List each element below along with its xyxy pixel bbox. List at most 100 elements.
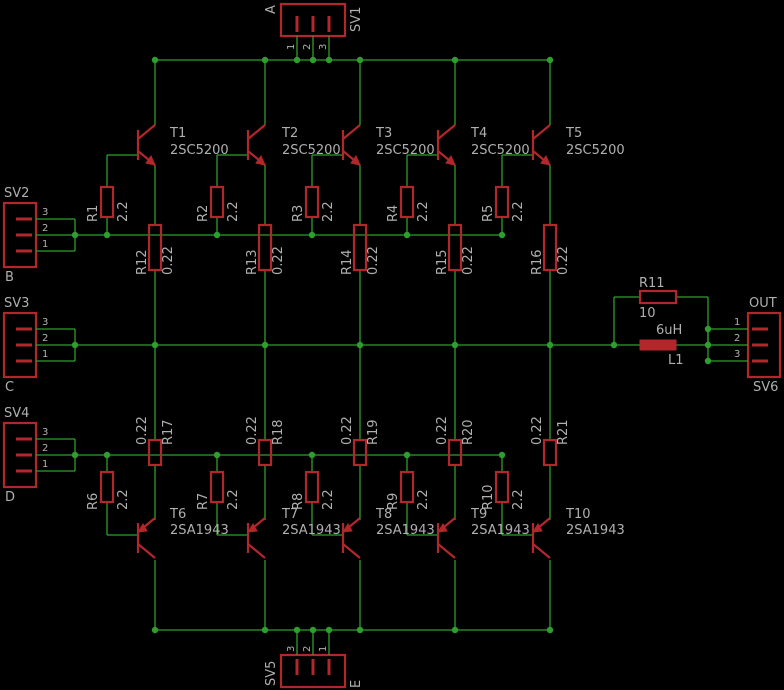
- junction-dot: [308, 451, 316, 459]
- sv6-pin-label: 3: [734, 349, 740, 360]
- r8-value: 2.2: [321, 489, 336, 510]
- t3-value: 2SC5200: [376, 143, 435, 158]
- transistor-collector: [437, 124, 456, 140]
- r15-value: 0.22: [461, 246, 476, 275]
- r6-value: 2.2: [116, 489, 131, 510]
- base-resistor-body: [304, 185, 320, 219]
- transistor-collector: [437, 543, 456, 559]
- t10-name: T10: [565, 507, 590, 522]
- t5-value: 2SC5200: [566, 143, 625, 158]
- r15-name: R15: [435, 249, 450, 275]
- junction-dot: [546, 56, 554, 64]
- r16-name: R16: [530, 249, 545, 275]
- transistor-collector: [342, 124, 361, 140]
- junction-dot: [451, 56, 459, 64]
- bottom-transistor-bank: [136, 517, 551, 559]
- junction-dot: [610, 341, 618, 349]
- r16-value: 0.22: [556, 246, 571, 275]
- sv4-name: SV4: [4, 406, 29, 421]
- base-resistor-body: [399, 185, 415, 219]
- r1-value: 2.2: [116, 201, 131, 222]
- r17-value: 0.22: [135, 416, 150, 445]
- junction-dot: [71, 341, 79, 349]
- top-emitter-resistor-labels: R12 0.22 R13 0.22 R14 0.22 R15 0.22 R16 …: [135, 246, 571, 275]
- t10-value: 2SA1943: [566, 523, 625, 538]
- junction-dot: [403, 451, 411, 459]
- junction-dot: [103, 231, 111, 239]
- sv2-pin-label: 3: [42, 207, 48, 218]
- junction-dot: [261, 626, 269, 634]
- r11-body: [638, 289, 678, 305]
- r9-value: 2.2: [416, 489, 431, 510]
- sv1-pin-label: 2: [302, 44, 313, 50]
- t6-value: 2SA1943: [170, 523, 229, 538]
- transistor-t2[interactable]: [246, 124, 266, 166]
- connector-sv6[interactable]: OUT 1 2 3 SV6: [734, 296, 782, 395]
- emitter-arrow: [437, 523, 448, 533]
- transistor-t7[interactable]: [246, 517, 266, 559]
- sv2-signal: B: [5, 270, 14, 285]
- junction-dot: [403, 231, 411, 239]
- emitter-arrow: [445, 154, 456, 166]
- sv4-signal: D: [5, 490, 15, 505]
- emitter-arrow: [350, 154, 361, 166]
- r10-value: 2.2: [511, 489, 526, 510]
- junction-dot: [451, 341, 459, 349]
- transistor-t5[interactable]: [531, 124, 551, 166]
- sv6-pin-label: 2: [734, 333, 740, 344]
- inductor-l1[interactable]: 6uH L1: [639, 323, 684, 368]
- connector-sv2[interactable]: SV2 3 2 1 B: [2, 186, 48, 285]
- junction-dot: [309, 626, 317, 634]
- r10-name: R10: [481, 484, 496, 510]
- r3-name: R3: [291, 205, 306, 222]
- junction-dot: [356, 626, 364, 634]
- t3-name: T3: [375, 126, 392, 141]
- r18-value: 0.22: [245, 416, 260, 445]
- emitter-arrow: [255, 154, 266, 166]
- r14-value: 0.22: [366, 246, 381, 275]
- junction-dot: [704, 341, 712, 349]
- r20-name: R20: [461, 419, 476, 445]
- transistor-t9[interactable]: [436, 517, 456, 559]
- sv2-pin-label: 2: [42, 223, 48, 234]
- t9-value: 2SA1943: [471, 523, 530, 538]
- connector-sv5[interactable]: 3 2 1 SV5 E: [264, 642, 364, 689]
- emitter-resistor-body: [352, 438, 368, 467]
- emitter-resistor-body: [147, 223, 163, 272]
- junction-dot: [151, 56, 159, 64]
- t1-value: 2SC5200: [170, 143, 229, 158]
- t2-value: 2SC5200: [282, 143, 341, 158]
- transistor-t1[interactable]: [136, 124, 156, 166]
- base-resistor-body: [99, 470, 115, 504]
- sv5-name: SV5: [264, 661, 279, 686]
- emitter-resistor-body: [447, 438, 463, 467]
- connector-sv1[interactable]: 1 2 3 A SV1: [264, 2, 364, 50]
- sv2-name: SV2: [4, 186, 29, 201]
- sv6-pin-label: 1: [734, 317, 740, 328]
- transistor-t4[interactable]: [436, 124, 456, 166]
- r6-name: R6: [86, 493, 101, 510]
- output-resistor-r11[interactable]: R11 10: [638, 276, 678, 321]
- junction-dot: [546, 626, 554, 634]
- transistor-collector: [137, 543, 156, 559]
- emitter-resistor-body: [542, 438, 558, 467]
- transistor-t3[interactable]: [341, 124, 361, 166]
- r12-name: R12: [135, 249, 150, 275]
- bottom-emitter-resistor-labels: 0.22 R17 0.22 R18 0.22 R19 0.22 R20 0.22…: [135, 416, 571, 445]
- r4-value: 2.2: [416, 201, 431, 222]
- resistors: [99, 185, 558, 504]
- connector-sv4[interactable]: SV4 3 2 1 D: [2, 406, 48, 505]
- connector-sv3[interactable]: SV3 3 2 1 C: [2, 296, 48, 395]
- junction-dot: [71, 451, 79, 459]
- r19-value: 0.22: [340, 416, 355, 445]
- transistor-t10[interactable]: [531, 517, 551, 559]
- junction-dot: [71, 231, 79, 239]
- sv3-pin-label: 3: [42, 317, 48, 328]
- t6-name: T6: [169, 507, 186, 522]
- sv5-pin-label: 2: [302, 646, 313, 652]
- transistor-t8[interactable]: [341, 517, 361, 559]
- sv5-pin-label: 1: [318, 646, 329, 652]
- transistor-t6[interactable]: [136, 517, 156, 559]
- t8-value: 2SA1943: [376, 523, 435, 538]
